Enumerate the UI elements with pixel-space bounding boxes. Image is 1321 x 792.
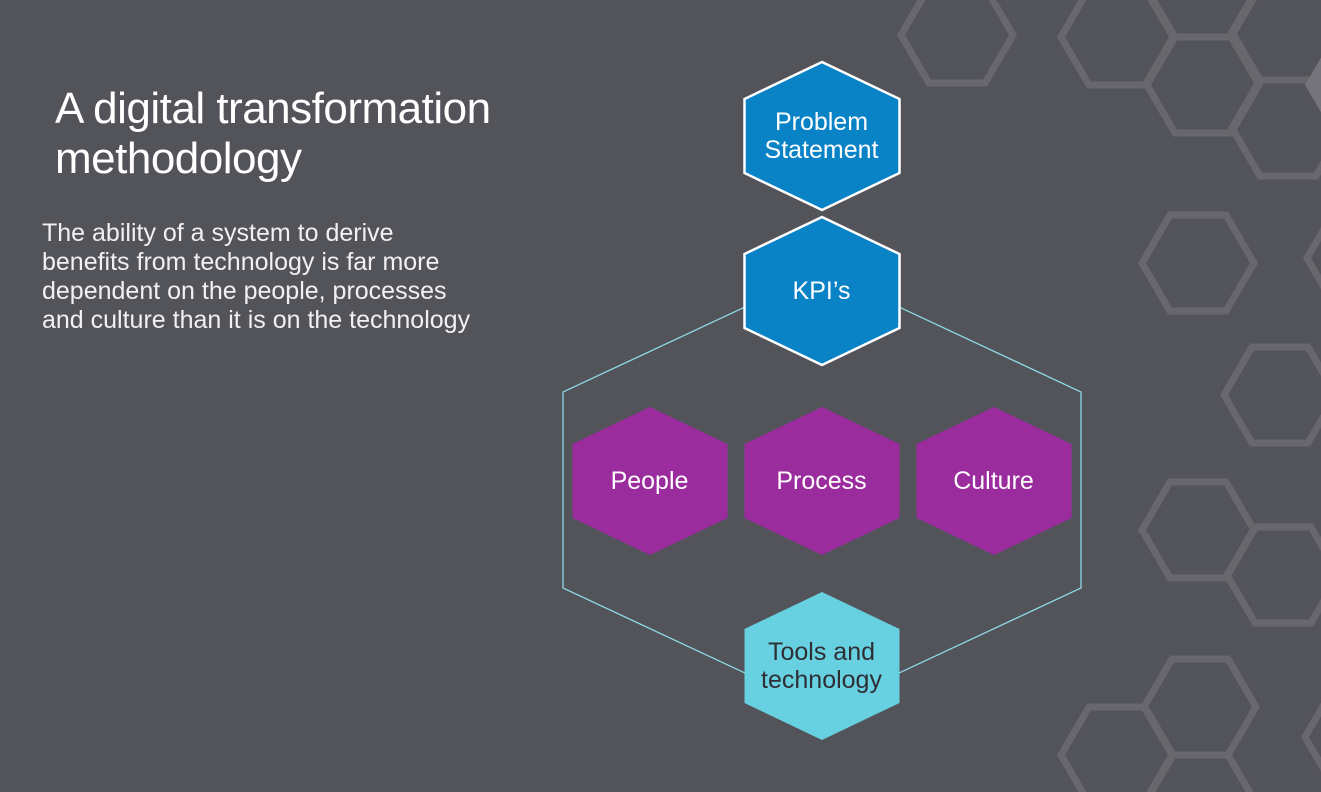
hex-shape-people bbox=[572, 407, 728, 555]
decorative-hexagon-outline bbox=[1146, 751, 1254, 792]
hex-shape-kpis bbox=[743, 215, 901, 367]
decorative-hexagon-outline bbox=[1222, 523, 1321, 627]
decorative-hexagon-solid bbox=[1305, 57, 1321, 113]
hex-shape-culture bbox=[916, 407, 1072, 555]
background-hexagon-pattern bbox=[896, 0, 1321, 792]
slide-body-text: The ability of a system to derive benefi… bbox=[42, 219, 471, 334]
decorative-hexagon-outline bbox=[896, 0, 1018, 87]
hex-shape-process bbox=[744, 407, 900, 555]
diagram-hexagons bbox=[572, 60, 1072, 740]
decorative-hexagon-outline bbox=[1137, 211, 1259, 315]
slide-title: A digital transformation methodology bbox=[55, 84, 491, 183]
hex-shape-tools-technology bbox=[744, 592, 900, 740]
decorative-hexagon-outline bbox=[1227, 76, 1321, 180]
hex-shape-problem-statement bbox=[743, 60, 901, 212]
decorative-hexagon-outline bbox=[1302, 227, 1321, 289]
decorative-hexagon-outline bbox=[1300, 702, 1321, 772]
decorative-hexagon-outline bbox=[1219, 343, 1321, 447]
